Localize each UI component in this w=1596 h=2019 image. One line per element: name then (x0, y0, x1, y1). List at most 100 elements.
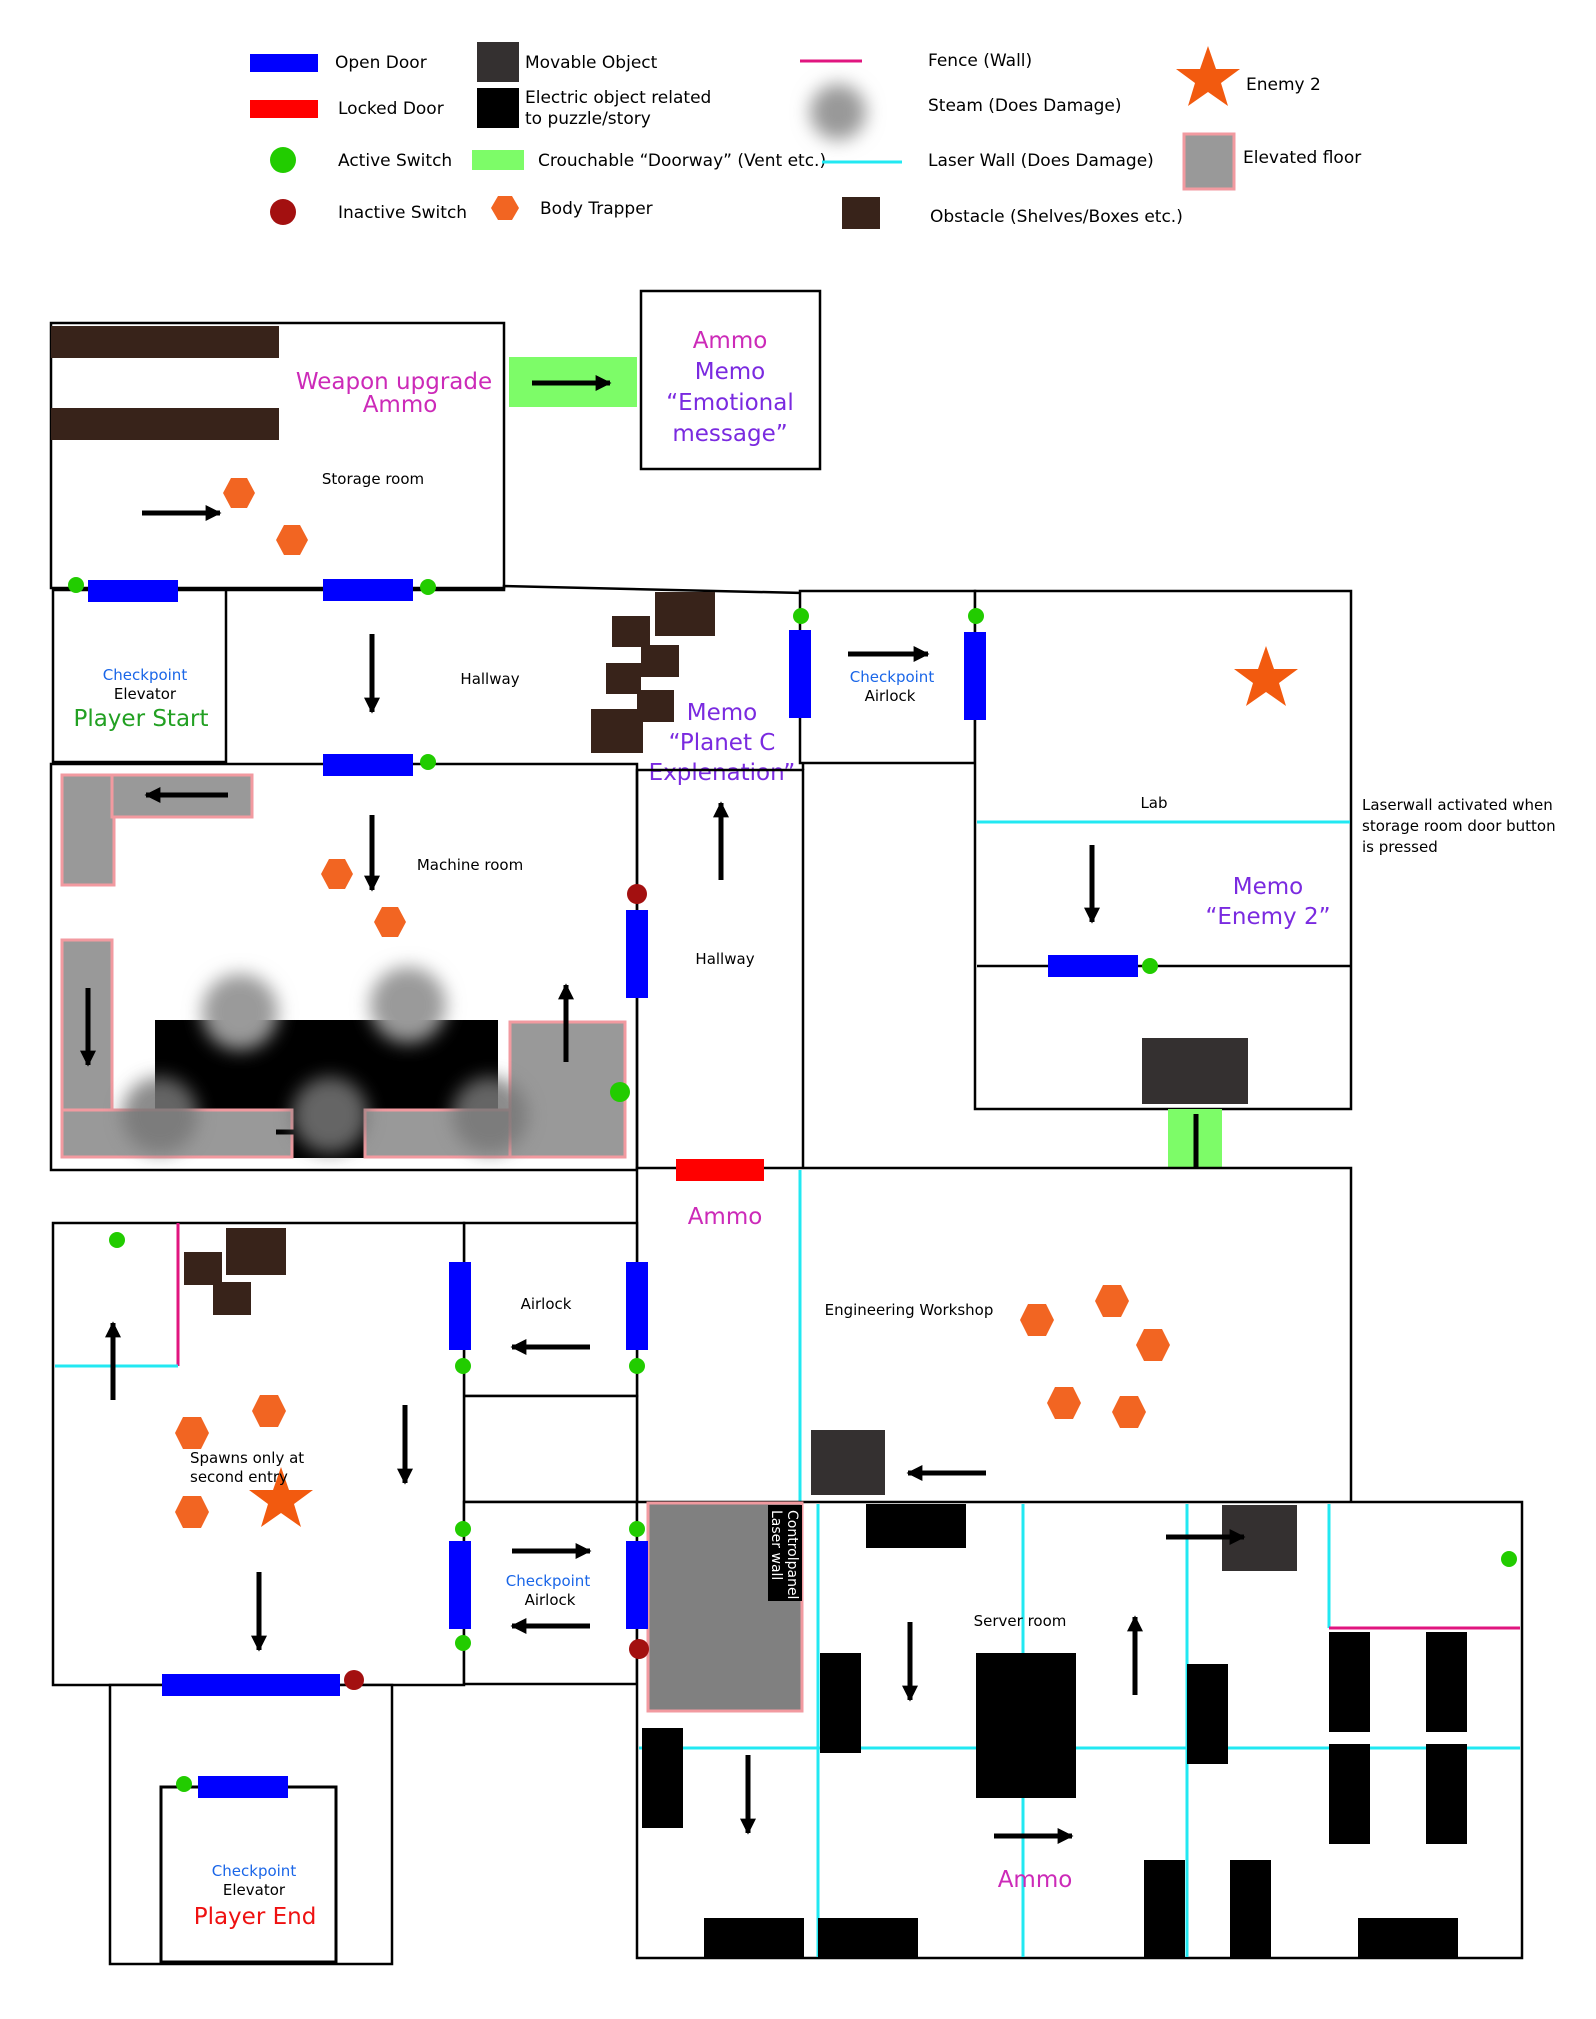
electric-object[interactable] (1144, 1860, 1185, 1957)
open-door[interactable] (1048, 955, 1138, 977)
lab-wall (973, 589, 1353, 1111)
inactive-switch[interactable] (627, 884, 647, 904)
top-airlock: Checkpoint Airlock (798, 589, 977, 765)
control-panel-label-2: Laser wall (768, 1510, 784, 1580)
open-door[interactable] (626, 1262, 648, 1350)
active-switch[interactable] (629, 1358, 645, 1374)
active-switch[interactable] (420, 579, 436, 595)
mid-airlock: Airlock (462, 1221, 639, 1504)
active-switch[interactable] (629, 1521, 645, 1537)
electric-object[interactable] (1426, 1744, 1467, 1844)
machine-room-label: Machine room (417, 856, 523, 874)
active-switch[interactable] (455, 1635, 471, 1651)
legend-obstacle-swatch (842, 197, 880, 229)
legend-enemy2-icon (1176, 46, 1240, 106)
body-trapper-icon (175, 1417, 209, 1449)
active-switch[interactable] (610, 1082, 630, 1102)
engineering-label: Engineering Workshop (825, 1301, 994, 1319)
steam-hazard (202, 974, 278, 1050)
legend-steam-icon (810, 84, 866, 140)
ammo-room-memo-title-1: “Emotional (666, 390, 793, 416)
active-switch[interactable] (176, 1776, 192, 1792)
memo-enemy-2-title: “Enemy 2” (1205, 904, 1330, 930)
movable-object[interactable] (811, 1430, 885, 1495)
electric-object[interactable] (1426, 1632, 1467, 1732)
electric-object[interactable] (642, 1728, 683, 1828)
obstacle-box (612, 616, 650, 647)
open-door[interactable] (323, 754, 413, 776)
steam-hazard (122, 1077, 198, 1153)
active-switch[interactable] (1501, 1551, 1517, 1567)
lab-label: Lab (1140, 794, 1167, 812)
legend-crouchable-label: Crouchable “Doorway” (Vent etc.) (538, 151, 826, 171)
active-switch[interactable] (968, 608, 984, 624)
inactive-switch[interactable] (629, 1639, 649, 1659)
legend-movable-object-swatch (477, 42, 519, 82)
body-trapper-icon (1020, 1304, 1054, 1336)
active-switch[interactable] (420, 754, 436, 770)
end-elevator-label: Elevator (223, 1881, 286, 1899)
end-elevator-wall (159, 1785, 338, 1964)
ammo-pickup-label: Ammo (688, 1204, 763, 1230)
body-trapper-icon (276, 525, 308, 555)
active-switch[interactable] (455, 1358, 471, 1374)
spawn-note-1: Spawns only at (190, 1449, 304, 1467)
open-door[interactable] (789, 630, 811, 718)
legend-active-switch-icon (270, 147, 296, 173)
electric-object[interactable] (866, 1504, 966, 1548)
legend-elevated-floor-label: Elevated floor (1243, 148, 1361, 168)
legend-locked-door-swatch (250, 100, 318, 118)
control-panel-label-1: Controlpanel (784, 1510, 800, 1599)
storage-loot-ammo: Ammo (363, 392, 438, 418)
active-switch[interactable] (1142, 958, 1158, 974)
control-panel[interactable] (768, 1505, 802, 1601)
legend: Open Door Locked Door Active Switch Inac… (250, 42, 1361, 229)
open-door[interactable] (198, 1776, 288, 1798)
active-switch[interactable] (793, 608, 809, 624)
electric-object[interactable] (1358, 1918, 1458, 1958)
open-door[interactable] (162, 1674, 340, 1696)
locked-door[interactable] (676, 1159, 764, 1181)
start-elevator-label: Elevator (114, 685, 177, 703)
open-door[interactable] (449, 1262, 471, 1350)
steam-hazard (370, 967, 446, 1043)
laserwall-note-1: Laserwall activated when (1362, 796, 1553, 814)
inactive-switch[interactable] (344, 1670, 364, 1690)
electric-object[interactable] (704, 1918, 804, 1958)
movable-object[interactable] (1142, 1038, 1248, 1104)
doors (88, 579, 1138, 1798)
server-room-label: Server room (974, 1612, 1067, 1630)
electric-object[interactable] (1329, 1744, 1370, 1844)
open-door[interactable] (88, 580, 178, 602)
electric-object[interactable] (976, 1653, 1076, 1798)
active-switch[interactable] (455, 1521, 471, 1537)
open-door[interactable] (449, 1541, 471, 1629)
engineering-workshop: Ammo Engineering Workshop (635, 1166, 1353, 1505)
elevated-floor (60, 773, 116, 887)
body-trapper-icon (1136, 1329, 1170, 1361)
electric-object[interactable] (818, 1918, 918, 1958)
mid-airlock-wall (462, 1221, 639, 1398)
open-door[interactable] (323, 579, 413, 601)
legend-open-door-swatch (250, 54, 318, 72)
active-switch[interactable] (109, 1232, 125, 1248)
low-airlock: Checkpoint Airlock (462, 1500, 639, 1686)
obstacle-box (213, 1282, 251, 1315)
open-door[interactable] (964, 632, 986, 720)
obstacle-box (655, 592, 715, 636)
active-switch[interactable] (68, 577, 84, 593)
machine-room: Machine room (49, 762, 639, 1172)
body-trapper-icon (252, 1395, 286, 1427)
obstacle-box (637, 690, 674, 722)
electric-object[interactable] (1329, 1632, 1370, 1732)
electric-object[interactable] (820, 1653, 861, 1753)
open-door[interactable] (626, 1541, 648, 1629)
middle-hallway-label: Hallway (695, 950, 754, 968)
legend-inactive-switch-icon (270, 199, 296, 225)
electric-object[interactable] (1230, 1860, 1271, 1957)
open-door[interactable] (626, 910, 648, 998)
obstacle-box (606, 663, 641, 694)
electric-object[interactable] (1187, 1664, 1228, 1764)
start-elevator-wall (51, 588, 228, 764)
legend-elevated-floor-swatch (1182, 132, 1236, 191)
